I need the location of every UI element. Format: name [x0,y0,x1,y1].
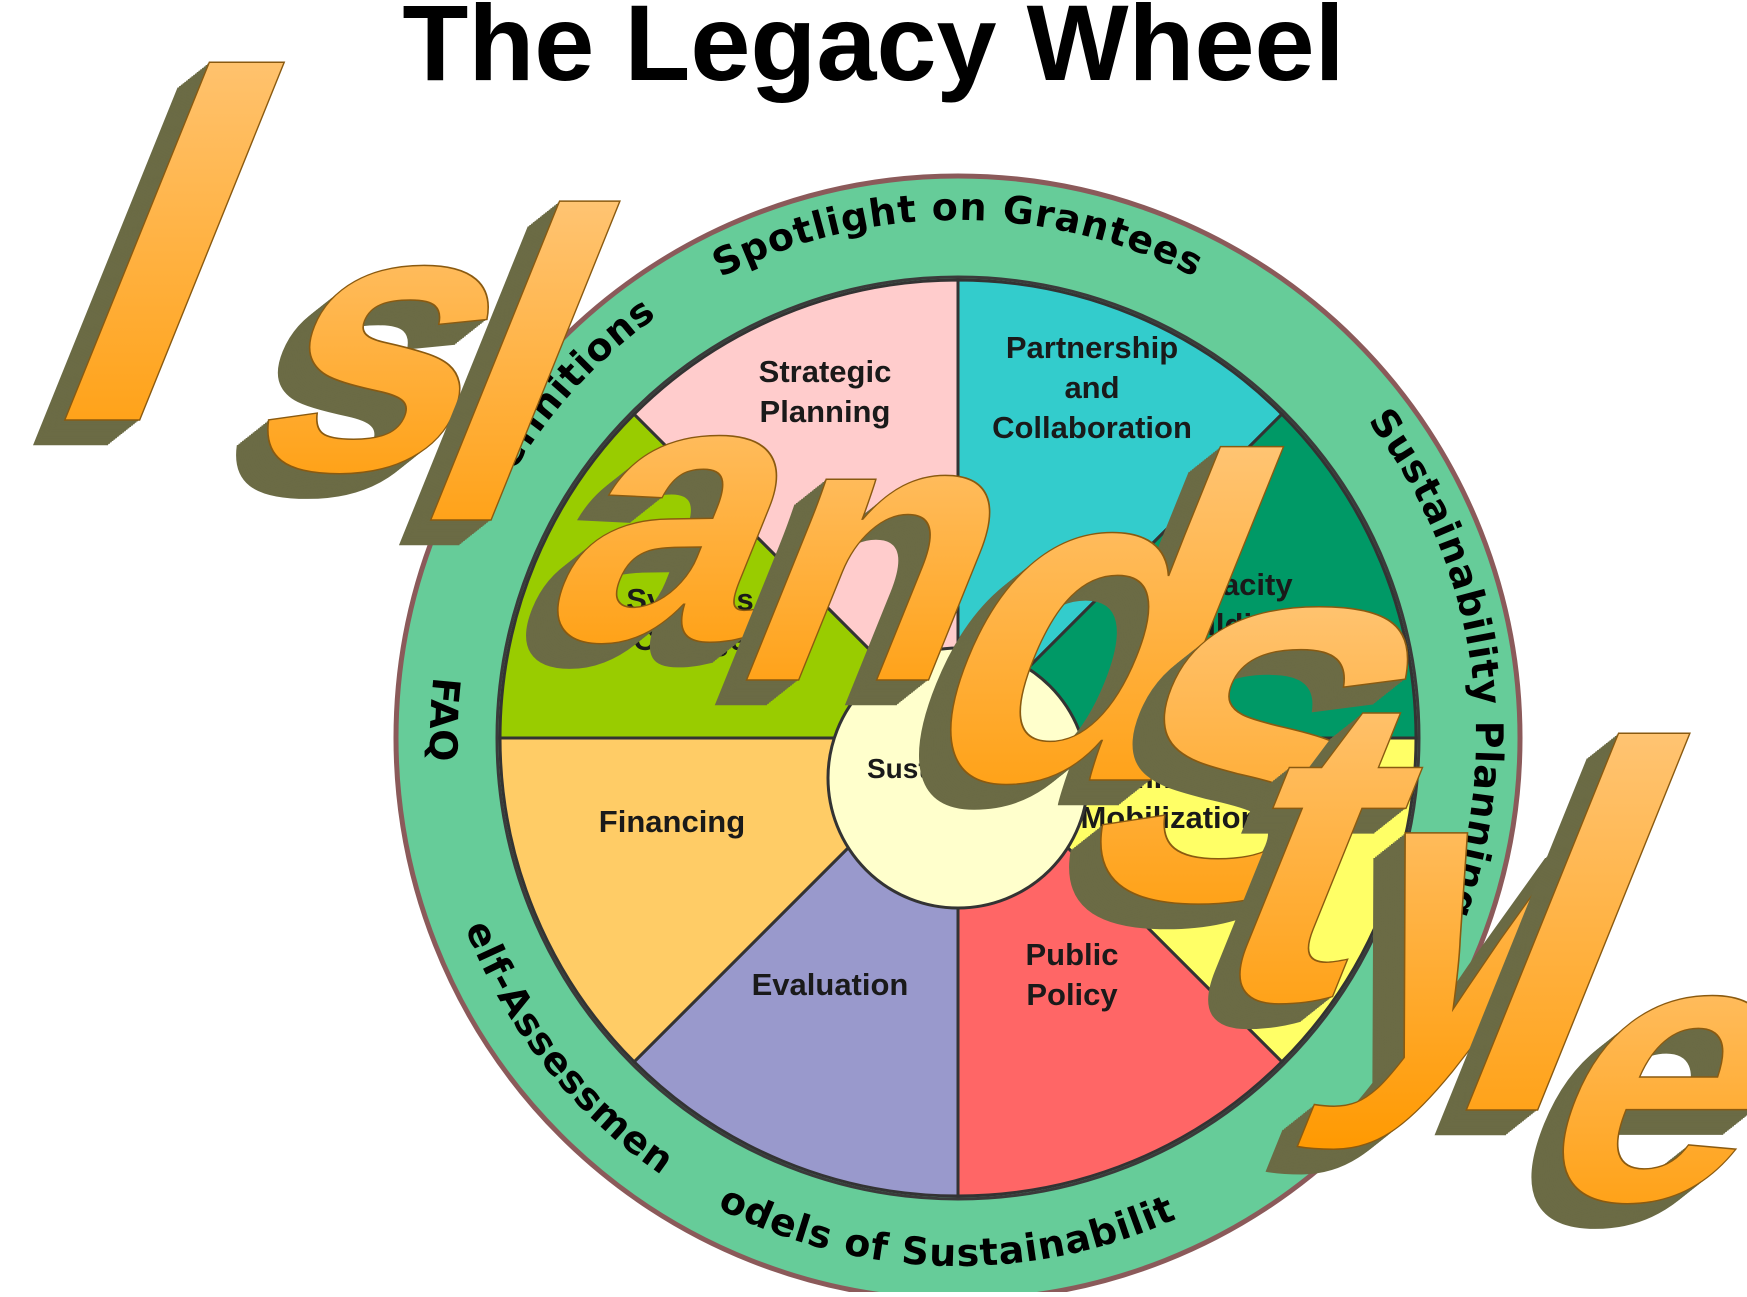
segment-wedge-8[interactable] [632,278,960,742]
segment-wedge-1[interactable] [956,278,1284,742]
ring-label-faq[interactable]: FAQ [421,676,469,763]
pie-border [495,275,1421,1201]
hub-circle[interactable] [826,646,1090,910]
segment-wedge-7[interactable] [498,412,962,740]
segment-label-5: Evaluation [752,967,909,1002]
segment-wedge-2[interactable] [954,412,1418,740]
hub-label: Sustainability [867,753,1049,784]
page-title: The Legacy Wheel [402,0,1345,103]
segment-label-6: Financing [599,804,745,839]
hub: Sustainability [826,646,1090,910]
